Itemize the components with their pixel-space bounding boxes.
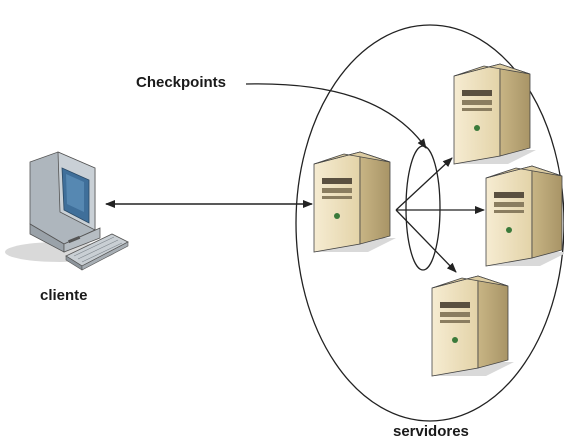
replica-server-icon-bottom [431, 275, 514, 377]
desktop-computer-icon [5, 151, 129, 271]
checkpoints-callout-line [245, 83, 427, 149]
client-label: cliente [40, 287, 88, 304]
servers-label: servidores [393, 423, 469, 440]
replica-server-icon-top [453, 63, 536, 165]
server-cluster-boundary [295, 24, 564, 422]
replication-arrows [395, 157, 485, 273]
primary-server-icon [313, 151, 396, 253]
checkpoint-ellipse [405, 145, 441, 271]
checkpoints-label: Checkpoints [136, 74, 227, 91]
replica-server-icon-middle [485, 165, 564, 267]
